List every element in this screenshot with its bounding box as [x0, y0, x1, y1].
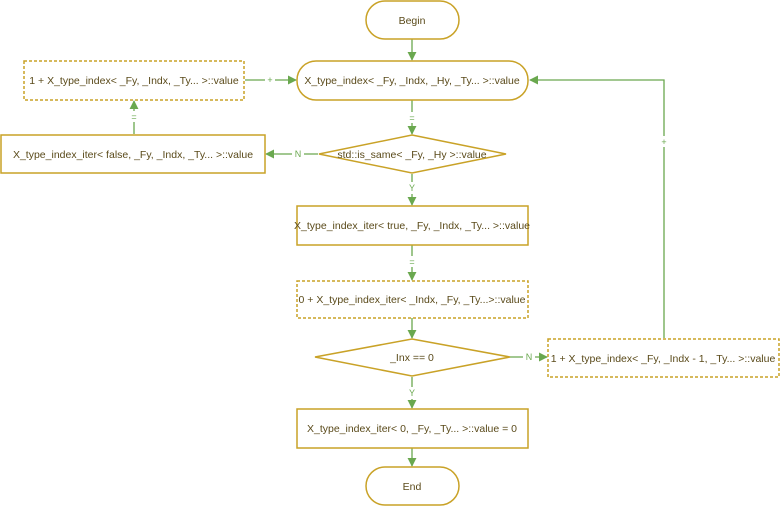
- edge-label-eq-left: =: [131, 112, 136, 122]
- node-end-label: End: [403, 481, 422, 493]
- node-iter-false-label: X_type_index_iter< false, _Fy, _Indx, _T…: [13, 149, 253, 161]
- node-iter-true-label: X_type_index_iter< true, _Fy, _Indx, _Ty…: [294, 220, 530, 232]
- edge-labels: + = = N Y = N Y +: [129, 74, 669, 399]
- edge-label-y-inx: Y: [409, 388, 415, 398]
- node-main: X_type_index< _Fy, _Indx, _Hy, _Ty... >:…: [296, 60, 529, 101]
- edge-label-eq-main: =: [409, 113, 414, 123]
- node-one-plus-dec-label: 1 + X_type_index< _Fy, _Indx - 1, _Ty...…: [551, 353, 776, 365]
- edge-label-y-same: Y: [409, 183, 415, 193]
- edge-oneplusdec-main: [529, 75, 665, 338]
- node-one-plus-index-label: 1 + X_type_index< _Fy, _Indx, _Ty... >::…: [29, 75, 239, 87]
- node-begin-label: Begin: [399, 15, 426, 27]
- node-zero-plus-iter-label: 0 + X_type_index_iter< _Indx, _Fy, _Ty..…: [299, 294, 526, 306]
- node-iter-zero-label: X_type_index_iter< 0, _Fy, _Ty... >::val…: [307, 423, 517, 435]
- node-iter-false: X_type_index_iter< false, _Fy, _Indx, _T…: [0, 134, 266, 174]
- node-one-plus-dec: 1 + X_type_index< _Fy, _Indx - 1, _Ty...…: [547, 338, 780, 378]
- edges: [129, 39, 665, 467]
- node-main-label: X_type_index< _Fy, _Indx, _Hy, _Ty... >:…: [304, 75, 520, 87]
- edge-label-eq-true: =: [409, 257, 414, 267]
- node-inx-eq-zero-label: _Inx == 0: [389, 352, 434, 364]
- node-one-plus-index: 1 + X_type_index< _Fy, _Indx, _Ty... >::…: [23, 60, 245, 101]
- node-zero-plus-iter: 0 + X_type_index_iter< _Indx, _Fy, _Ty..…: [296, 280, 529, 319]
- node-iter-zero: X_type_index_iter< 0, _Fy, _Ty... >::val…: [296, 408, 529, 449]
- node-end: End: [365, 466, 460, 506]
- edge-label-plus-right: +: [661, 137, 666, 147]
- edge-label-n-inx: N: [526, 352, 533, 362]
- node-inx-eq-zero: _Inx == 0: [314, 338, 511, 377]
- node-iter-true: X_type_index_iter< true, _Fy, _Indx, _Ty…: [294, 205, 530, 246]
- edge-label-plus-top: +: [267, 75, 272, 85]
- node-is-same: std::is_same< _Fy, _Hy >::value: [318, 134, 507, 174]
- node-begin: Begin: [365, 0, 460, 40]
- edge-label-n-same: N: [295, 149, 302, 159]
- node-is-same-label: std::is_same< _Fy, _Hy >::value: [337, 149, 486, 161]
